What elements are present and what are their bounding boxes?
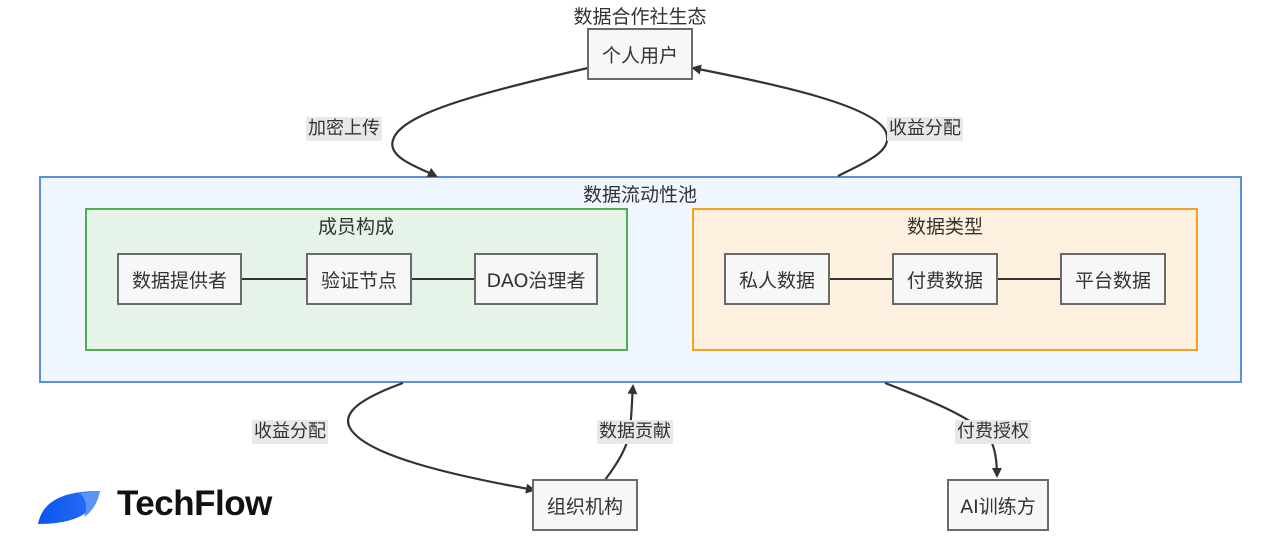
- edge-label-encrypt-upload: 加密上传: [306, 117, 382, 141]
- pool-title: 数据流动性池: [582, 184, 698, 206]
- edge-pool-to-org: [347, 381, 536, 494]
- brand-name: TechFlow: [117, 484, 272, 523]
- node-ai-trainer[interactable]: AI训练方: [947, 479, 1049, 531]
- node-individual-user[interactable]: 个人用户: [587, 28, 693, 80]
- edge-label-revenue-user: 收益分配: [887, 117, 963, 141]
- edge-pool-to-user: [691, 64, 889, 177]
- node-validator[interactable]: 验证节点: [306, 253, 412, 305]
- diagram-title: 数据合作社生态: [573, 6, 707, 28]
- node-paid-data[interactable]: 付费数据: [892, 253, 998, 305]
- node-organization[interactable]: 组织机构: [532, 479, 638, 531]
- edge-label-data-contribution: 数据贡献: [597, 420, 673, 444]
- members-title: 成员构成: [317, 216, 395, 238]
- node-platform-data[interactable]: 平台数据: [1060, 253, 1166, 305]
- node-dao-governor[interactable]: DAO治理者: [474, 253, 598, 305]
- edge-user-to-pool: [391, 66, 589, 177]
- edge-label-paid-license: 付费授权: [955, 420, 1031, 444]
- leaf-logo-icon: [38, 491, 100, 524]
- edge-label-revenue-org: 收益分配: [252, 420, 328, 444]
- node-data-provider[interactable]: 数据提供者: [117, 253, 242, 305]
- types-title: 数据类型: [906, 216, 984, 238]
- node-private-data[interactable]: 私人数据: [724, 253, 830, 305]
